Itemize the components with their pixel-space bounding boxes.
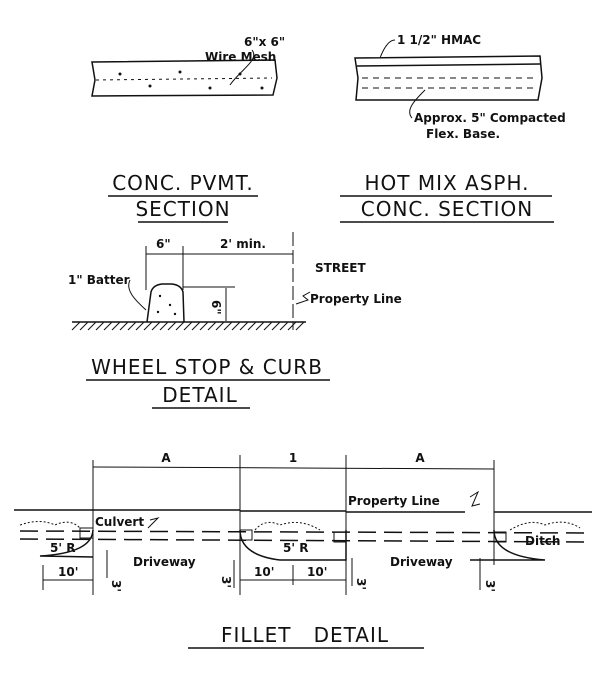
wheel-stop-title-1: WHEEL STOP & CURB [91,355,323,379]
fillet-detail: A 1 A Property Line Culvert 5' R 5' R Di… [14,451,592,649]
ten-center-right: 10' [307,565,327,579]
radius-center: 5' R [283,541,308,555]
wheel-stop-detail: 6" 2' min. 6" 1" Batter STREET Property … [68,232,402,409]
hmac-label: 1 1/2" HMAC [397,33,481,47]
concrete-pavement-section: 6"x 6" Wire Mesh CONC. PVMT. SECTION [91,35,285,223]
driveway-right: Driveway [390,555,453,569]
batter-label: 1" Batter [68,273,130,287]
mesh-leader [229,49,255,86]
asphalt-section: 1 1/2" HMAC Approx. 5" Compacted Flex. B… [340,33,566,223]
fillet-left [39,529,94,558]
asphalt-title-1: HOT MIX ASPH. [364,171,529,195]
three-3: 3' [354,578,368,590]
asphalt-slab [354,55,543,101]
mesh-size-label: 6"x 6" [244,35,285,49]
wire-mesh-label: Wire Mesh [205,50,276,64]
pavement-title-2: SECTION [135,197,230,221]
dim-a-right: A [415,451,425,465]
three-2: 3' [219,576,233,588]
dim-a-left: A [161,451,171,465]
hmac-leader [379,39,396,59]
wire-mesh-line [95,77,273,81]
three-1: 3' [109,580,123,592]
driveway-left: Driveway [133,555,196,569]
curb-height-dim: 6" [209,300,223,315]
wheel-stop-title-2: DETAIL [162,383,237,407]
curb-shape [146,283,185,323]
dimension-line [92,466,495,470]
base-label-1: Approx. 5" Compacted [414,111,566,125]
street-label: STREET [315,261,366,275]
fillet-title: FILLET DETAIL [221,623,389,647]
culvert-line-top [19,530,591,534]
ditch-label: Ditch [525,534,560,548]
culvert-label: Culvert [95,515,144,529]
property-line-label: Property Line [310,292,402,306]
base-leader [409,89,426,119]
pavement-title-1: CONC. PVMT. [112,171,254,195]
dim-center: 1 [289,451,297,465]
curb-width-dim: 6" [156,237,171,251]
ten-center-left: 10' [254,565,274,579]
radius-left: 5' R [50,541,75,555]
fillet-right [470,529,546,561]
three-4: 3' [483,580,497,592]
property-line-label: Property Line [348,494,440,508]
asphalt-title-2: CONC. SECTION [361,197,533,221]
setback-dim: 2' min. [220,237,266,251]
concrete-slab [91,59,278,97]
ten-left: 10' [58,565,78,579]
base-label-2: Flex. Base. [426,127,500,141]
